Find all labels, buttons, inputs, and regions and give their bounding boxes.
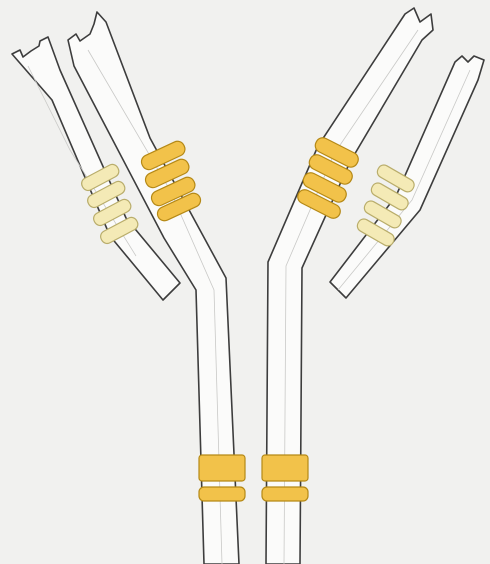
stem-right-bands (262, 455, 308, 501)
band (199, 487, 245, 501)
band (199, 455, 245, 481)
band (262, 455, 308, 481)
stem-left-bands (199, 455, 245, 501)
band (262, 487, 308, 501)
